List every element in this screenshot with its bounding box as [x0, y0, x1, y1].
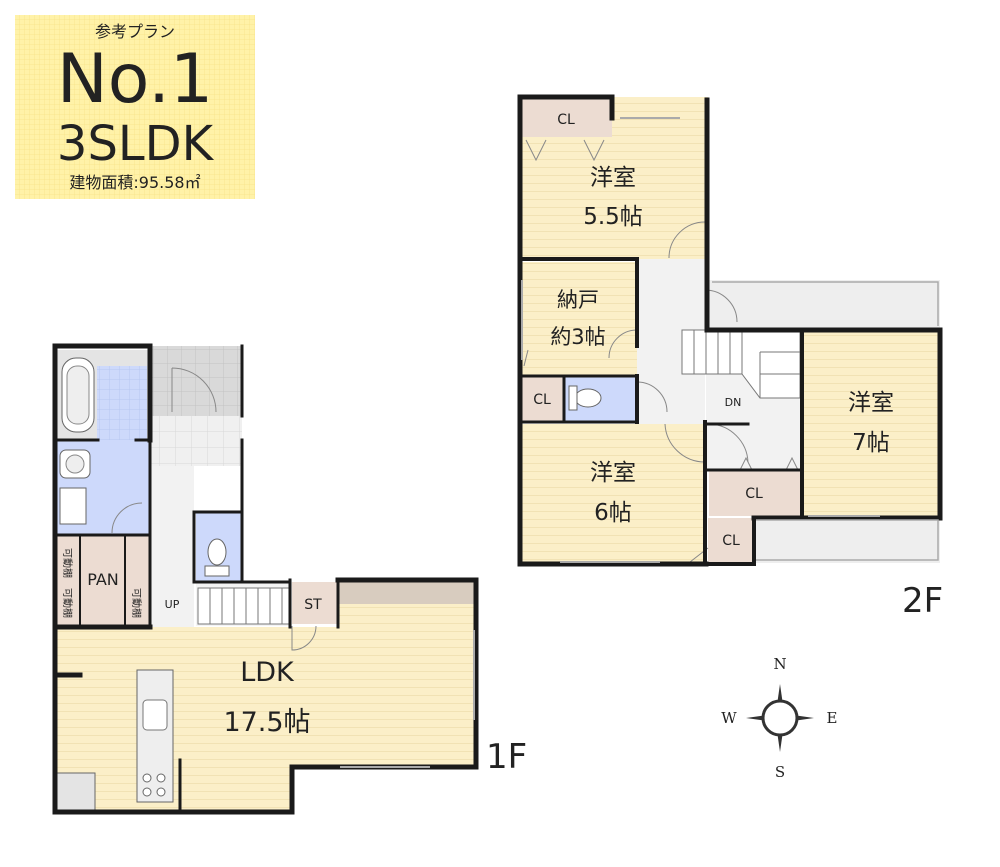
compass-n: N [773, 655, 786, 673]
room-a-name: 洋室 [590, 165, 636, 191]
kitchen-counter [136, 669, 174, 803]
shelf-label-3: 可動棚 [130, 588, 143, 618]
room-a-closet [520, 97, 612, 137]
toilet-2f [574, 388, 602, 408]
washbasin [59, 487, 87, 525]
plan-layout: 3SLDK [57, 116, 215, 172]
storage-size: 約3帖 [550, 325, 605, 349]
windows-2f [521, 117, 880, 563]
walls-2f [517, 94, 943, 567]
storage-name: 納戸 [557, 288, 599, 312]
floor-1-label: 1F [486, 737, 527, 777]
hall-tile [150, 416, 242, 466]
plan-badge: 参考プラン No.1 3SLDK 建物面積:95.58㎡ [15, 15, 255, 199]
entrance-floor [150, 346, 242, 416]
bathroom-tile [97, 366, 147, 440]
room-b-closet [708, 518, 754, 562]
compass-rose: N S E W [721, 655, 837, 781]
room-c-name: 洋室 [848, 390, 894, 416]
windows-1f [340, 630, 475, 768]
floor-2: CL 洋室 5.5帖 納戸 約3帖 CL 洋室 6帖 洋室 7帖 CL CL D… [517, 94, 943, 621]
room-c-closet [709, 470, 801, 516]
ldk-name: LDK [240, 657, 295, 688]
pantry-floor [55, 535, 150, 627]
cl-label-storage: CL [533, 392, 551, 408]
cl-label-a: CL [557, 112, 575, 128]
toilet-1f [207, 538, 227, 566]
storage-closet [520, 376, 564, 422]
cl-label-b: CL [722, 533, 740, 549]
room-b-size: 6帖 [594, 500, 632, 526]
st-label: ST [304, 597, 322, 613]
room-c-size: 7帖 [852, 430, 890, 456]
room-b-name: 洋室 [590, 460, 636, 486]
storage-floor [520, 262, 637, 376]
ldk-counter [338, 582, 474, 604]
plan-number: No.1 [57, 40, 213, 119]
compass-s: S [775, 763, 785, 781]
floor-1: LDK 17.5帖 PAN 可動棚 可動棚 可動棚 ST UP 1F [52, 343, 527, 815]
shelf-label-1: 可動棚 [61, 548, 74, 578]
sink [142, 699, 168, 731]
badge-caption: 参考プラン [95, 22, 175, 41]
stairs-1f [197, 587, 291, 625]
doors-1f [111, 367, 317, 651]
balcony-east [707, 280, 940, 328]
ldk-size: 17.5帖 [223, 707, 310, 738]
st-closet-floor [292, 582, 338, 624]
compass-e: E [827, 709, 838, 727]
floor-2-label: 2F [902, 581, 943, 621]
building-area: 建物面積:95.58㎡ [69, 173, 200, 192]
balcony-rail [712, 281, 939, 561]
shelf-label-2: 可動棚 [61, 588, 74, 618]
compass-w: W [721, 709, 737, 727]
room-c-floor [802, 330, 940, 516]
stove [142, 773, 166, 797]
room-b-floor [520, 424, 706, 564]
dn-label: DN [725, 396, 742, 409]
up-label: UP [165, 598, 180, 611]
cl-label-c: CL [745, 486, 763, 502]
balcony-south [754, 518, 940, 563]
hall-floor [150, 466, 194, 628]
walls-1f [52, 343, 479, 815]
room-a-size: 5.5帖 [583, 204, 643, 230]
fridge-space [56, 772, 96, 811]
pantry-label: PAN [87, 570, 119, 589]
